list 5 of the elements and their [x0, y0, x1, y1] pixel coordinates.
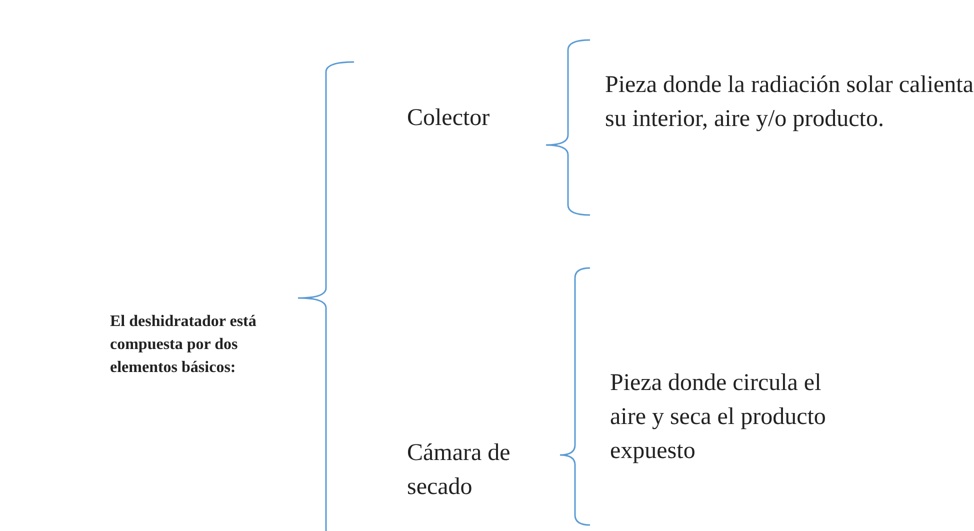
heading-text: El deshidratador está compuesta por dos elementos básicos: — [110, 312, 258, 378]
description-text: Pieza donde la radiación solar calienta su interior, aire y/o producto. — [605, 71, 974, 134]
part-name: Colector — [407, 104, 491, 133]
part-name: Cámara de secado — [407, 439, 512, 502]
description-text: Pieza donde circula el aire y seca el producto expuesto — [610, 369, 827, 466]
